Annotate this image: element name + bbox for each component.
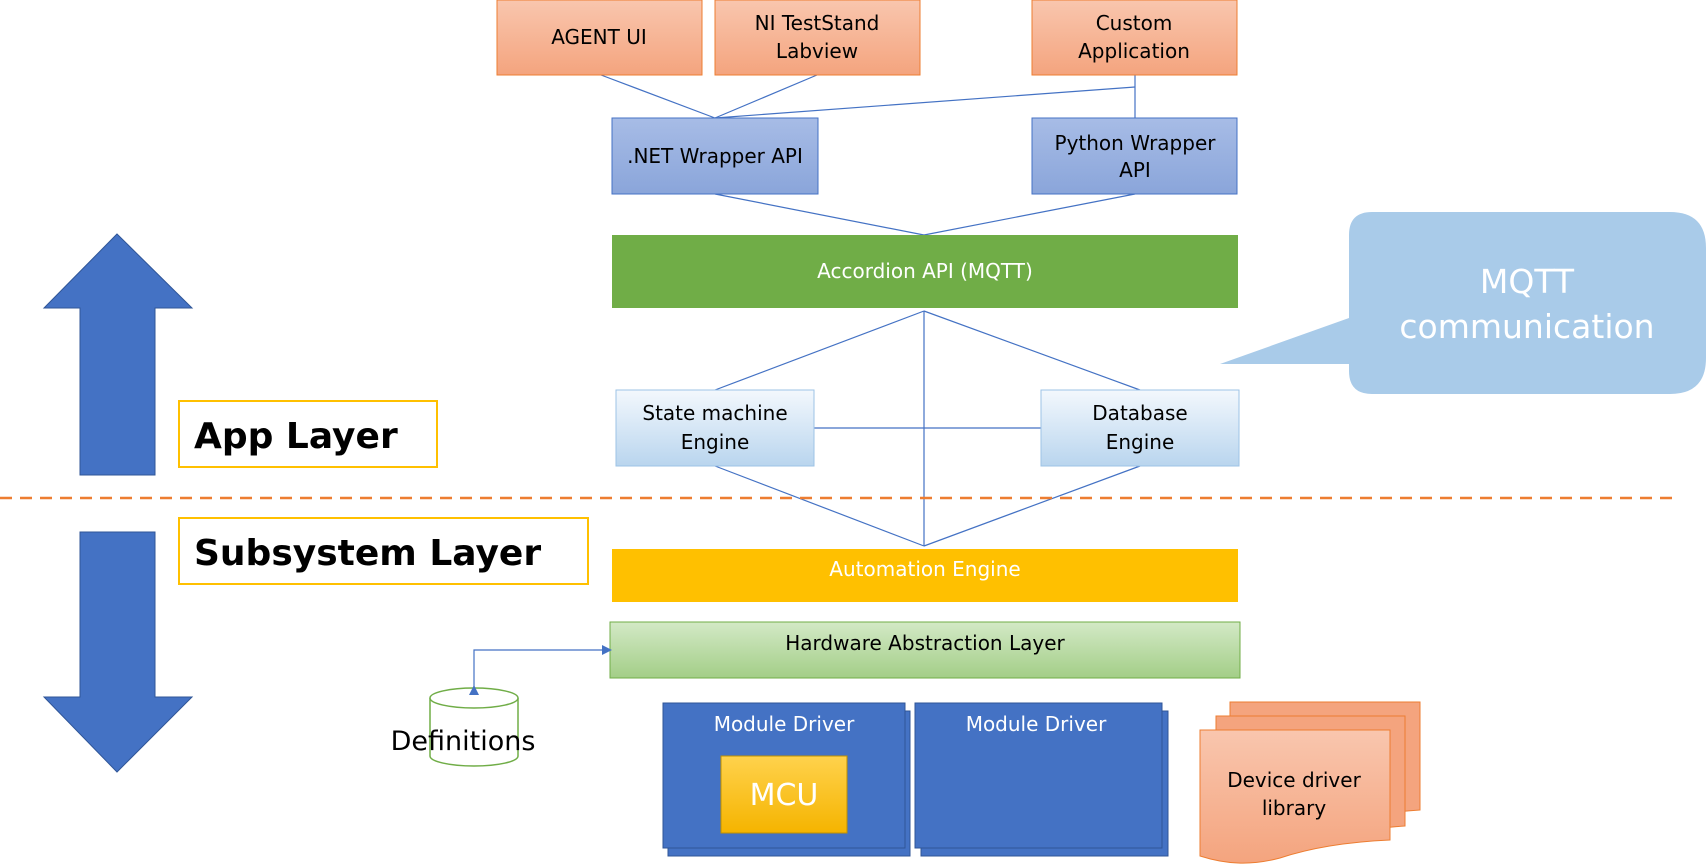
device-driver-library: Device driver library <box>1199 701 1421 864</box>
connector-python-accordion <box>923 193 1136 236</box>
definitions-label: Definitions <box>391 726 536 757</box>
accordion-api-bar: Accordion API (MQTT) <box>612 235 1238 308</box>
ni-teststand-box: NI TestStand Labview <box>714 0 921 76</box>
device-driver-label-line1: Device driver <box>1227 768 1361 792</box>
dotnet-wrapper-label: .NET Wrapper API <box>627 144 803 168</box>
dotnet-wrapper-box: .NET Wrapper API <box>611 117 819 195</box>
hal-label: Hardware Abstraction Layer <box>785 631 1065 655</box>
connector-database-automation <box>923 465 1141 547</box>
custom-application-box: Custom Application <box>1031 0 1238 76</box>
module-driver-1-label: Module Driver <box>714 712 855 736</box>
mcu-box: MCU <box>720 755 848 834</box>
mqtt-callout-line2: communication <box>1399 307 1654 346</box>
database-engine-label-line2: Engine <box>1106 430 1175 454</box>
agent-ui-label: AGENT UI <box>551 25 647 49</box>
automation-engine-label: Automation Engine <box>829 557 1020 581</box>
python-wrapper-box: Python Wrapper API <box>1031 117 1238 195</box>
connectors <box>600 74 1141 547</box>
python-wrapper-label-line1: Python Wrapper <box>1055 131 1217 155</box>
definitions-database: Definitions <box>391 687 536 767</box>
connector-accordion-database <box>923 310 1141 391</box>
ni-teststand-label-line1: NI TestStand <box>755 11 880 35</box>
state-machine-engine-box: State machine Engine <box>615 389 815 467</box>
module-driver-2: Module Driver <box>914 702 1169 857</box>
state-machine-label-line1: State machine <box>642 401 787 425</box>
custom-application-label-line2: Application <box>1078 39 1190 63</box>
app-layer-label-box: App Layer <box>178 400 438 468</box>
accordion-api-label: Accordion API (MQTT) <box>817 259 1033 283</box>
mcu-label: MCU <box>750 778 819 813</box>
mqtt-callout: MQTT communication <box>1220 212 1706 394</box>
device-driver-label-line2: library <box>1262 796 1327 820</box>
module-driver-2-label: Module Driver <box>966 712 1107 736</box>
connector-accordion-statemachine <box>714 310 925 391</box>
mqtt-callout-line1: MQTT <box>1480 262 1575 301</box>
connector-statemachine-automation <box>714 465 925 547</box>
hal-bar: Hardware Abstraction Layer <box>609 621 1241 679</box>
subsystem-layer-label: Subsystem Layer <box>194 533 541 574</box>
subsystem-layer-label-box: Subsystem Layer <box>178 517 589 585</box>
database-engine-box: Database Engine <box>1040 389 1240 467</box>
ni-teststand-label-line2: Labview <box>776 39 858 63</box>
app-layer-label: App Layer <box>194 416 398 457</box>
custom-application-label-line1: Custom <box>1096 11 1173 35</box>
connector-custom-dotnet <box>714 86 1136 119</box>
python-wrapper-label-line2: API <box>1119 158 1151 182</box>
down-arrow <box>42 531 194 773</box>
connector-ni-dotnet <box>714 74 818 119</box>
automation-engine-bar: Automation Engine <box>612 549 1238 602</box>
agent-ui-box: AGENT UI <box>496 0 703 76</box>
definitions-hal-connector <box>469 645 612 695</box>
up-arrow <box>42 233 194 476</box>
connector-agentui-dotnet <box>600 74 716 119</box>
database-engine-label-line1: Database <box>1092 401 1187 425</box>
state-machine-label-line2: Engine <box>681 430 750 454</box>
connector-dotnet-accordion <box>714 193 925 236</box>
